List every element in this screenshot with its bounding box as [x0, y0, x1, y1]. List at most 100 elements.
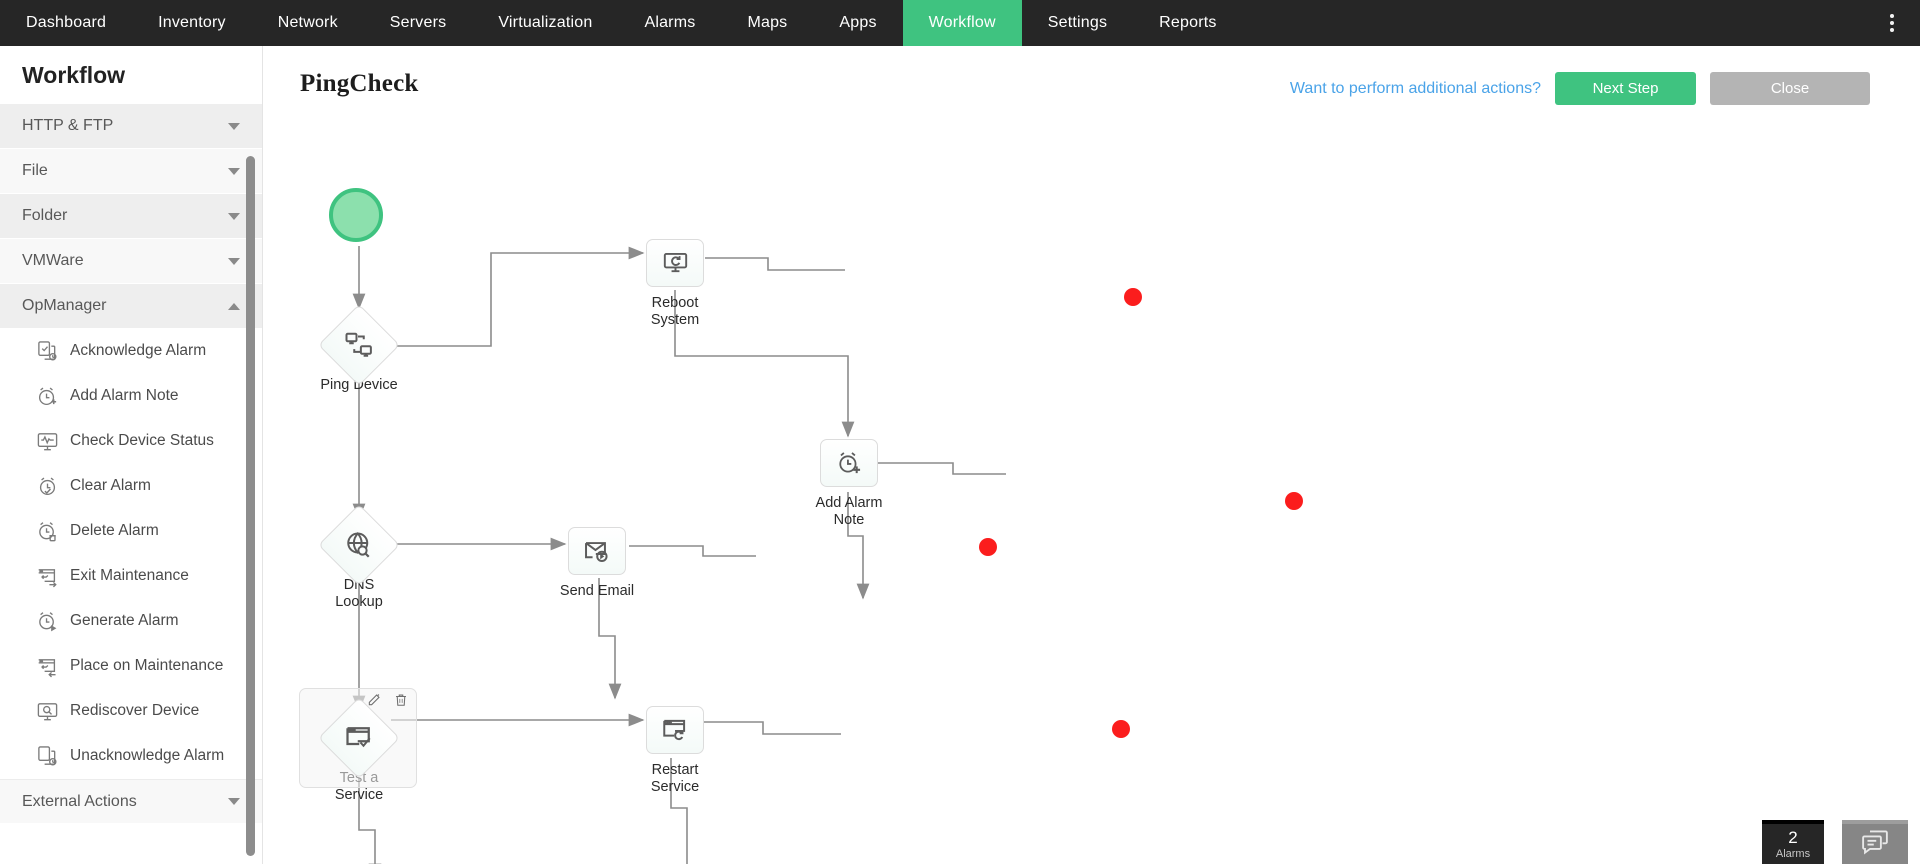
- alarm-badge[interactable]: 2 Alarms: [1762, 820, 1824, 864]
- nav-item-alarms[interactable]: Alarms: [644, 14, 696, 31]
- sidebar-action-place-on-maintenance[interactable]: Place on Maintenance: [0, 644, 262, 689]
- delete-icon[interactable]: [394, 693, 408, 707]
- nav-item-network[interactable]: Network: [277, 14, 338, 31]
- box-shape: [820, 439, 878, 487]
- sidebar-section-folder[interactable]: Folder: [0, 194, 262, 239]
- sidebar-action-acknowledge-alarm[interactable]: Acknowledge Alarm: [0, 329, 262, 374]
- sidebar: Workflow HTTP & FTP File Folder VMWare O…: [0, 46, 263, 864]
- workflow-node-add-alarm-note[interactable]: Add Alarm Note: [816, 433, 888, 530]
- nav-item-workflow[interactable]: Workflow: [902, 0, 1022, 46]
- node-label: DNS Lookup: [335, 577, 383, 611]
- exit-maintenance-icon: [36, 565, 59, 588]
- nav-item-settings[interactable]: Settings: [1047, 14, 1108, 31]
- additional-actions-link[interactable]: Want to perform additional actions?: [1289, 79, 1541, 97]
- alarm-count: 2: [1788, 827, 1798, 847]
- delete-alarm-icon: [36, 520, 59, 543]
- node-label: Ping Device: [320, 377, 398, 393]
- chevron-down-icon: [228, 122, 240, 130]
- nav-item-reports[interactable]: Reports: [1159, 14, 1217, 31]
- workflow-canvas[interactable]: Ping Device Reboot System: [263, 118, 1920, 864]
- place-on-maintenance-icon: [36, 655, 59, 678]
- sidebar-section-file[interactable]: File: [0, 149, 262, 194]
- sidebar-action-exit-maintenance[interactable]: Exit Maintenance: [0, 554, 262, 599]
- diamond-shape: [317, 696, 401, 780]
- sidebar-action-clear-alarm[interactable]: Clear Alarm: [0, 464, 262, 509]
- add-alarm-note-icon: [36, 385, 59, 408]
- nav-item-inventory[interactable]: Inventory: [158, 14, 226, 31]
- sidebar-action-label: Delete Alarm: [70, 522, 159, 540]
- workflow-terminator-dot[interactable]: [979, 538, 997, 556]
- page-title: PingCheck: [300, 70, 419, 97]
- next-step-button[interactable]: Next Step: [1555, 72, 1696, 105]
- sidebar-scroll-area: HTTP & FTP File Folder VMWare OpManager: [0, 104, 262, 864]
- close-button[interactable]: Close: [1710, 72, 1870, 105]
- sidebar-section-label: External Actions: [22, 792, 137, 810]
- workflow-node-send-email[interactable]: Send Email: [560, 521, 636, 600]
- sidebar-section-vmware[interactable]: VMWare: [0, 239, 262, 284]
- workflow-node-dns-lookup[interactable]: DNS Lookup: [317, 503, 401, 612]
- workflow-node-test-a-service[interactable]: Test a Service: [299, 688, 417, 805]
- workflow-terminator-dot[interactable]: [1124, 288, 1142, 306]
- sidebar-action-rediscover-device[interactable]: Rediscover Device: [0, 689, 262, 734]
- chevron-down-icon: [228, 798, 240, 805]
- sidebar-section-label: VMWare: [22, 252, 84, 269]
- sidebar-action-label: Generate Alarm: [70, 612, 179, 630]
- sidebar-scrollbar-thumb[interactable]: [246, 156, 255, 856]
- chevron-up-icon: [228, 302, 240, 310]
- node-label: Add Alarm Note: [815, 495, 883, 529]
- chat-widget[interactable]: [1842, 820, 1908, 864]
- top-navigation-bar: Dashboard Inventory Network Servers Virt…: [0, 0, 1920, 46]
- sidebar-section-label: OpManager: [22, 297, 107, 314]
- nav-item-maps[interactable]: Maps: [747, 14, 788, 31]
- edit-icon[interactable]: [367, 693, 381, 707]
- sidebar-title: Workflow: [22, 61, 126, 88]
- clear-alarm-icon: [36, 475, 59, 498]
- workflow-node-ping-device[interactable]: Ping Device: [317, 303, 401, 394]
- sidebar-action-label: Exit Maintenance: [70, 567, 189, 585]
- restart-service-icon: [661, 716, 689, 744]
- diamond-shape: [317, 303, 401, 387]
- workflow-terminator-dot[interactable]: [1112, 720, 1130, 738]
- nav-item-apps[interactable]: Apps: [839, 14, 877, 31]
- nav-item-dashboard[interactable]: Dashboard: [26, 14, 107, 31]
- main-content: PingCheck Want to perform additional act…: [263, 46, 1920, 864]
- workflow-node-start[interactable]: [329, 188, 383, 242]
- sidebar-action-generate-alarm[interactable]: Generate Alarm: [0, 599, 262, 644]
- sidebar-section-label: HTTP & FTP: [22, 117, 114, 134]
- workflow-node-reboot-system[interactable]: Reboot System: [645, 233, 714, 330]
- sidebar-action-label: Unacknowledge Alarm: [70, 747, 225, 765]
- header-actions: Want to perform additional actions? Next…: [1290, 72, 1870, 105]
- sidebar-action-label: Clear Alarm: [70, 477, 151, 495]
- node-label: Send Email: [559, 583, 635, 599]
- sidebar-action-check-device-status[interactable]: Check Device Status: [0, 419, 262, 464]
- node-label: Restart Service: [650, 762, 700, 796]
- sidebar-section-opmanager[interactable]: OpManager: [0, 284, 262, 329]
- workflow-terminator-dot[interactable]: [1285, 492, 1303, 510]
- rediscover-device-icon: [36, 700, 59, 723]
- test-a-service-icon: [344, 723, 374, 753]
- sidebar-section-http-ftp[interactable]: HTTP & FTP: [0, 104, 262, 149]
- node-label: Reboot System: [650, 295, 700, 329]
- sidebar-action-label: Add Alarm Note: [70, 387, 179, 405]
- dns-lookup-icon: [344, 530, 374, 560]
- sidebar-action-label: Place on Maintenance: [70, 657, 224, 675]
- sidebar-action-unacknowledge-alarm[interactable]: Unacknowledge Alarm: [0, 734, 262, 779]
- ping-device-icon: [344, 330, 374, 360]
- box-shape: [568, 527, 626, 575]
- generate-alarm-icon: [36, 610, 59, 633]
- unacknowledge-alarm-icon: [36, 745, 59, 768]
- acknowledge-alarm-icon: [36, 340, 59, 363]
- nav-item-servers[interactable]: Servers: [389, 14, 447, 31]
- sidebar-action-delete-alarm[interactable]: Delete Alarm: [0, 509, 262, 554]
- start-node-circle: [329, 188, 383, 242]
- nav-item-virtualization[interactable]: Virtualization: [498, 14, 593, 31]
- sidebar-action-add-alarm-note[interactable]: Add Alarm Note: [0, 374, 262, 419]
- workflow-header: PingCheck Want to perform additional act…: [263, 46, 1920, 118]
- sidebar-section-external-actions[interactable]: External Actions: [0, 779, 262, 824]
- workflow-node-restart-service[interactable]: Restart Service: [645, 700, 714, 797]
- box-shape: [646, 239, 704, 287]
- add-alarm-note-icon: [836, 450, 863, 477]
- sidebar-section-label: File: [22, 162, 48, 179]
- more-vertical-icon[interactable]: [1874, 0, 1910, 46]
- check-device-status-icon: [36, 430, 59, 453]
